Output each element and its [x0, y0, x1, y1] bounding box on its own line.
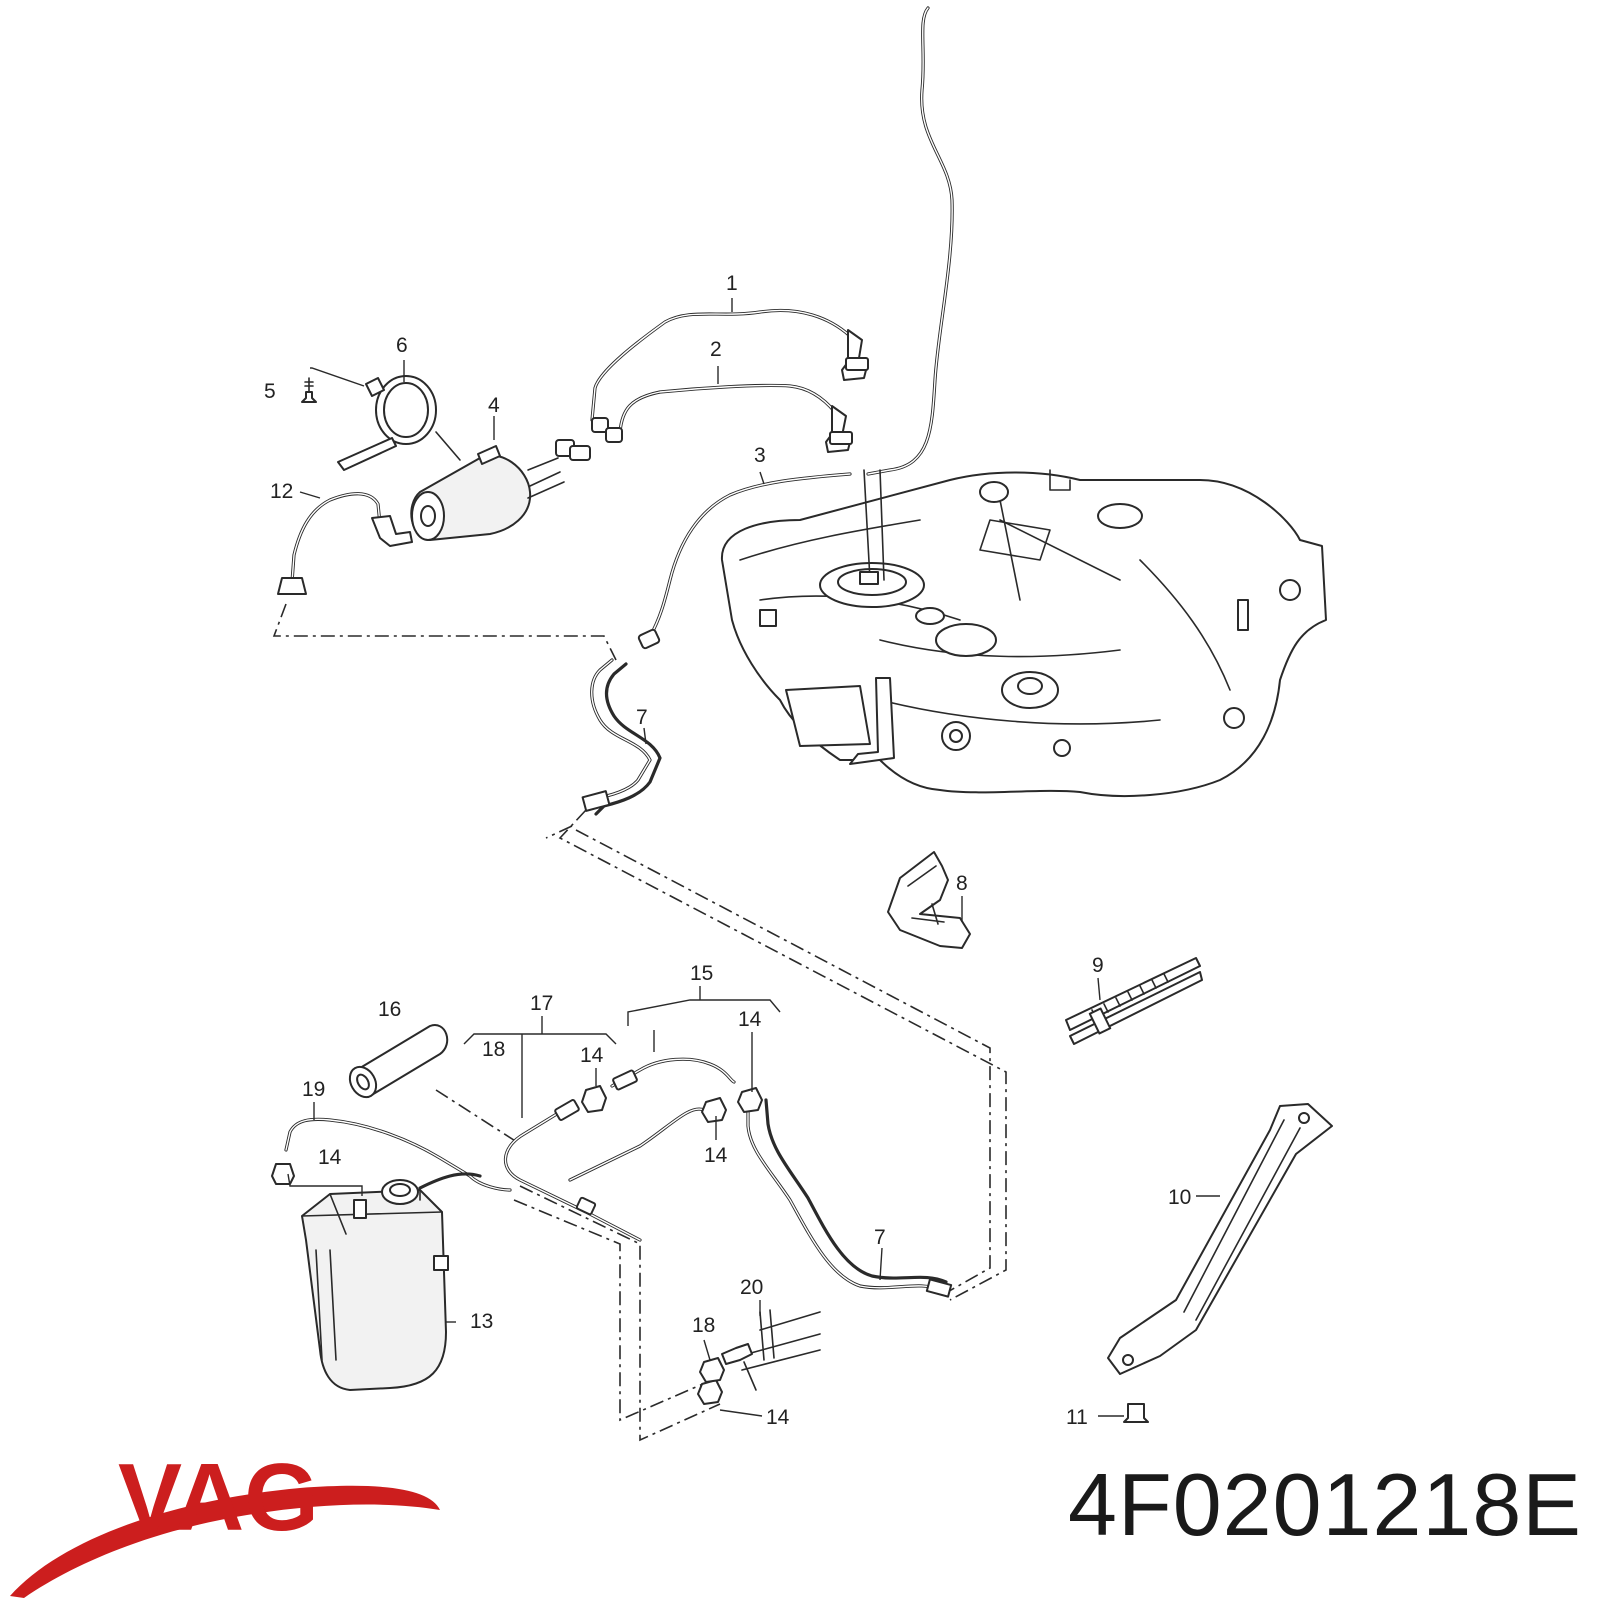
clamp: [337, 375, 461, 471]
callout-14-a: 14: [580, 1044, 604, 1067]
callout-15: 15: [690, 962, 713, 985]
mount-bracket-8: [887, 851, 971, 949]
callout-4: 4: [488, 394, 500, 417]
callout-14-d: 14: [318, 1146, 342, 1169]
bracket-20: [721, 1309, 821, 1391]
callout-14-b: 14: [738, 1008, 762, 1031]
callout-5: 5: [264, 380, 276, 403]
leader-lines: [287, 298, 1220, 1417]
cable-tie-9: [1065, 957, 1203, 1045]
clip-14-c: [701, 1097, 727, 1123]
callout-20: 20: [740, 1276, 763, 1299]
callout-3: 3: [754, 444, 766, 467]
callout-18-lower: 18: [692, 1314, 715, 1337]
hose-19: [284, 1117, 512, 1192]
callout-18-upper: 18: [482, 1038, 505, 1061]
connection-lines: [272, 603, 1007, 1442]
screw: [301, 367, 365, 403]
callout-6: 6: [396, 334, 408, 357]
charcoal-canister-13: [301, 1179, 449, 1391]
fuel-line-2: [618, 383, 853, 453]
heat-shield-10: [1107, 1103, 1333, 1375]
callout-12: 12: [270, 480, 293, 503]
bolt-11: [1123, 1403, 1149, 1423]
clip-14-b: [737, 1087, 763, 1113]
fuel-line-12: [277, 492, 413, 595]
filler-pipe: [866, 6, 954, 476]
callout-7-upper: 7: [636, 706, 648, 729]
callout-7-lower: 7: [874, 1226, 886, 1249]
clip-14-e: [697, 1379, 723, 1405]
fuel-line-7-lower: [746, 1098, 953, 1298]
clip-14-d: [271, 1163, 295, 1185]
fuel-line-7-upper: [581, 658, 662, 816]
callout-17: 17: [530, 992, 553, 1015]
callout-1: 1: [726, 272, 738, 295]
callout-19: 19: [302, 1078, 325, 1101]
callout-8: 8: [956, 872, 968, 895]
callout-10: 10: [1168, 1186, 1191, 1209]
clip-18-lower: [699, 1357, 725, 1383]
line-assembly-15: [610, 1057, 736, 1091]
fuel-tank: [720, 469, 1327, 797]
callout-13: 13: [470, 1310, 493, 1333]
callout-14-e: 14: [766, 1406, 790, 1429]
fuel-line-1: [590, 308, 869, 422]
part-number: 4F0201218E: [1068, 1455, 1582, 1554]
logo-wordmark: VAG: [118, 1444, 319, 1551]
fuel-filter: [410, 417, 623, 541]
callout-labels: 1 2 3 4 5 6 7 7 8 9 10 11 12 13 14 14 14…: [264, 272, 1191, 1429]
hose-16: [348, 1024, 449, 1099]
logo-swoosh: [10, 1485, 440, 1598]
callout-2: 2: [710, 338, 722, 361]
callout-9: 9: [1092, 954, 1104, 977]
line-assembly-17: [503, 1099, 706, 1242]
callout-14-c: 14: [704, 1144, 728, 1167]
callout-16: 16: [378, 998, 401, 1021]
fuel-line-3: [637, 472, 852, 650]
callout-11: 11: [1066, 1406, 1088, 1429]
clip-14-a: [581, 1085, 607, 1113]
vag-logo: VAG: [10, 1444, 440, 1598]
